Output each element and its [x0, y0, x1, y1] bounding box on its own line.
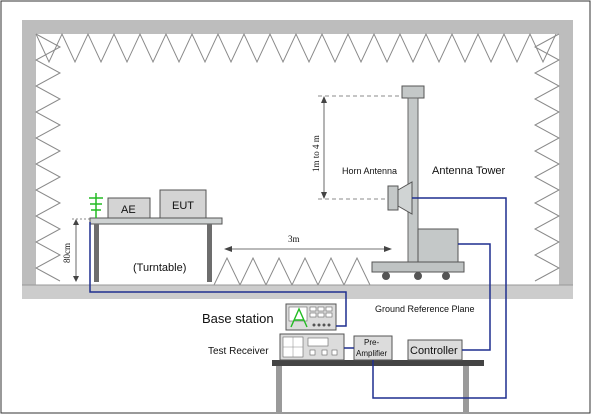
- horn-antenna-label: Horn Antenna: [342, 166, 397, 176]
- cable-controller-to-tower: [458, 243, 491, 351]
- eut-label: EUT: [172, 200, 194, 212]
- scan-height-dimension: 1m to 4 m: [311, 95, 402, 200]
- test-receiver: Test Receiver: [208, 333, 345, 361]
- turntable-leg-right: [207, 224, 212, 282]
- horn-antenna-horn: [397, 181, 413, 215]
- test-receiver-buttons: [309, 349, 338, 356]
- controller-label: Controller: [410, 345, 458, 357]
- turntable: (Turntable): [89, 217, 223, 282]
- base-station: Base station: [202, 303, 337, 331]
- test-table-leg-right: [463, 366, 469, 414]
- pre-amplifier-box: [353, 335, 393, 361]
- eut-unit: EUT: [159, 189, 207, 219]
- ae-unit: AE: [107, 197, 151, 219]
- cable-eut-to-base-station: [89, 222, 347, 327]
- scan-height-label: 1m to 4 m: [311, 135, 321, 172]
- base-station-knobs: [312, 323, 331, 327]
- tower-housing: [417, 228, 459, 266]
- green-antenna-icon: [89, 193, 103, 218]
- base-station-antenna-icon: [290, 307, 308, 328]
- test-table-leg-left: [276, 366, 282, 414]
- pre-amplifier-label-line2: Amplifier: [356, 349, 387, 358]
- cables: [89, 197, 507, 399]
- chamber-right-wall: [559, 20, 573, 290]
- ae-box: [107, 197, 151, 219]
- horn-antenna-mount: [387, 185, 399, 211]
- tower-wheel-left: [382, 272, 390, 280]
- ae-label: AE: [121, 204, 136, 216]
- test-receiver-label: Test Receiver: [208, 346, 269, 357]
- base-station-screen: [288, 306, 308, 322]
- ceiling-absorbers: [35, 32, 557, 64]
- antenna-tower-label: Antenna Tower: [432, 165, 506, 177]
- eut-box: [159, 189, 207, 219]
- test-receiver-grid: [283, 337, 303, 357]
- horn-antenna: Horn Antenna: [342, 166, 413, 215]
- chamber-ceiling: [22, 20, 573, 34]
- antenna-tower: Antenna Tower: [371, 85, 506, 280]
- chamber-left-wall: [22, 20, 36, 290]
- tower-mast: [407, 97, 419, 267]
- tower-wheel-right: [442, 272, 450, 280]
- turntable-top: [89, 217, 223, 225]
- height-label: 80cm: [62, 243, 72, 263]
- tower-base: [371, 261, 465, 273]
- height-dimension: 80cm: [62, 218, 90, 282]
- base-station-keys: [309, 306, 333, 318]
- left-wall-absorbers: [34, 33, 62, 282]
- base-station-label: Base station: [202, 311, 274, 326]
- right-wall-absorbers: [533, 33, 561, 282]
- cable-antenna-to-pre-amplifier: [372, 197, 507, 399]
- distance-dimension: 3m: [224, 234, 392, 252]
- ground-reference-label: Ground Reference Plane: [375, 304, 475, 314]
- tower-wheel-mid: [414, 272, 422, 280]
- distance-label: 3m: [288, 234, 300, 244]
- turntable-label: (Turntable): [133, 262, 186, 274]
- pre-amplifier-label-line1: Pre-: [364, 338, 379, 347]
- pre-amplifier: Pre- Amplifier: [353, 335, 393, 361]
- test-receiver-display: [307, 337, 329, 347]
- tower-cap: [401, 85, 425, 99]
- turntable-leg-left: [94, 224, 99, 282]
- test-table: [272, 360, 484, 414]
- test-table-top: [272, 360, 484, 366]
- controller: Controller: [407, 339, 463, 361]
